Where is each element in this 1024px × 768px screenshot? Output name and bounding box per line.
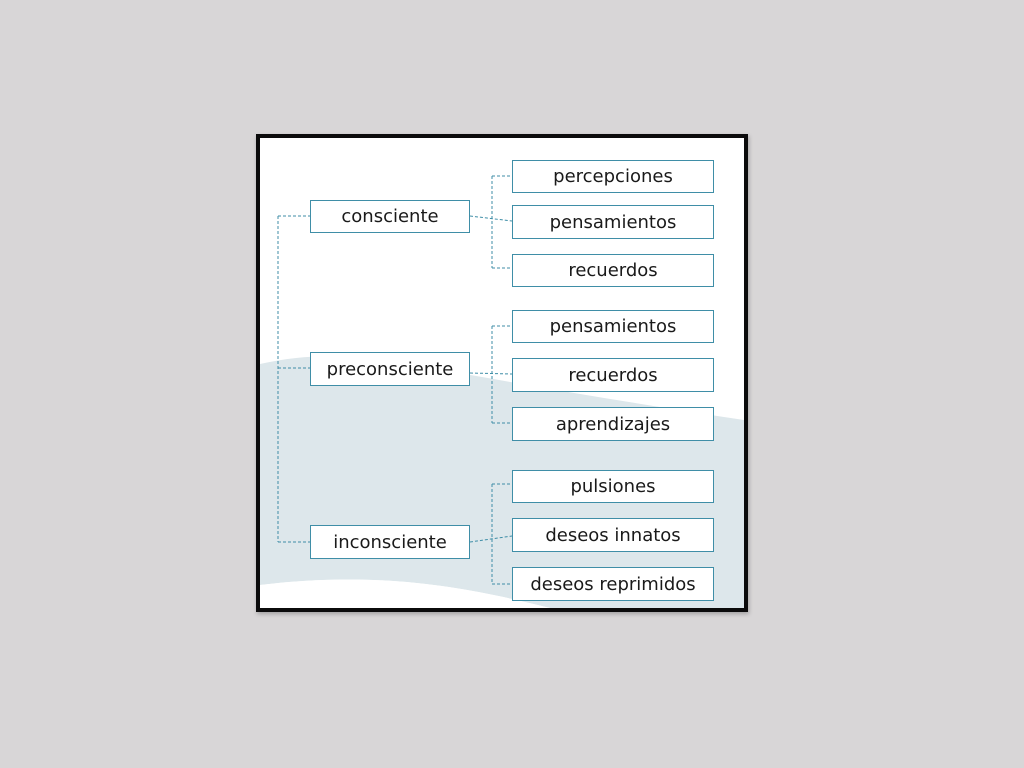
node-aprendizajes: aprendizajes <box>512 407 714 441</box>
node-deseos-innatos: deseos innatos <box>512 518 714 552</box>
node-inconsciente: inconsciente <box>310 525 470 559</box>
background-wave-lower <box>260 579 550 608</box>
group-connector <box>469 372 513 375</box>
node-recuerdos: recuerdos <box>512 254 714 287</box>
node-preconsciente: preconsciente <box>310 352 470 386</box>
node-pensamientos: pensamientos <box>512 310 714 343</box>
node-percepciones: percepciones <box>512 160 714 193</box>
group-connector <box>469 215 513 222</box>
diagram-frame: consciente preconsciente inconsciente pe… <box>256 134 748 612</box>
node-pensamientos: pensamientos <box>512 205 714 239</box>
node-consciente: consciente <box>310 200 470 233</box>
node-pulsiones: pulsiones <box>512 470 714 503</box>
node-recuerdos: recuerdos <box>512 358 714 392</box>
group-connector <box>469 535 513 543</box>
node-deseos-reprimidos: deseos reprimidos <box>512 567 714 601</box>
